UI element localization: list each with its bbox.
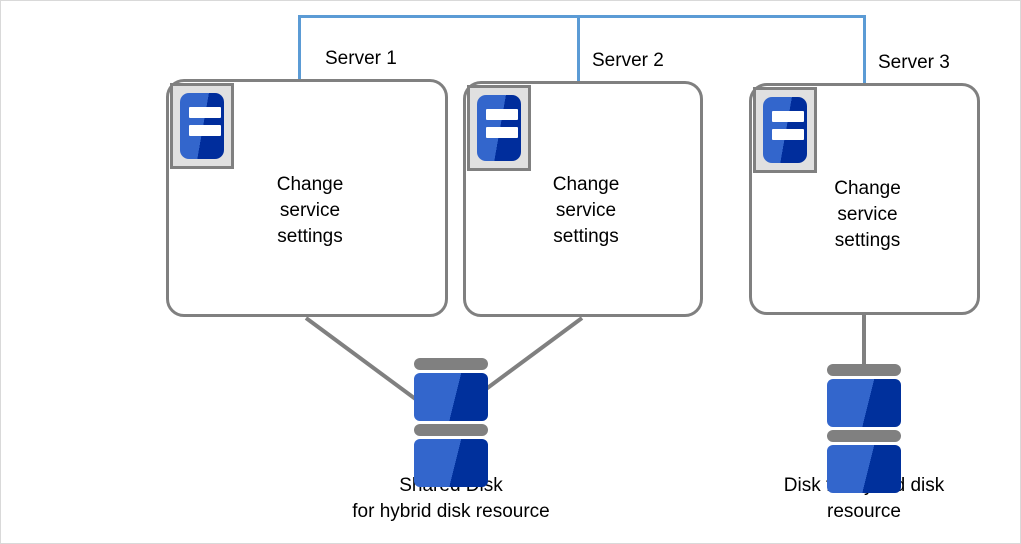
server-label-1: Server 1 xyxy=(325,48,397,69)
server-body-line-1-1: Change xyxy=(276,174,344,195)
disk-platter-bottom xyxy=(414,439,488,487)
server-icon-bar-bottom xyxy=(189,125,221,136)
shared-disk-icon xyxy=(414,358,488,487)
connector-server3-disk xyxy=(862,314,866,364)
server-body-line-3-2: service xyxy=(837,204,898,225)
disk-cap-top xyxy=(414,358,488,370)
server-icon-bar-top xyxy=(486,109,518,120)
server-icon-3 xyxy=(753,87,817,173)
server-body-line-1-2: service xyxy=(279,200,341,221)
server-body-line-3-1: Change xyxy=(834,178,901,199)
network-drop-server2 xyxy=(577,15,580,83)
server-body-line-2-3: settings xyxy=(553,226,619,247)
server-icon-chip xyxy=(180,93,224,159)
server-label-2: Server 2 xyxy=(592,50,664,71)
hybrid-disk-caption-line-2: resource xyxy=(827,501,901,522)
disk-platter-bottom xyxy=(827,445,901,493)
disk-cap-top xyxy=(827,364,901,376)
server-box-2[interactable]: Change service settings xyxy=(463,81,703,317)
server-body-line-2-1: Change xyxy=(552,174,620,195)
server-icon-bar-bottom xyxy=(772,129,804,140)
connector-server2-shared-disk xyxy=(473,316,584,400)
shared-disk-caption-line-2: for hybrid disk resource xyxy=(352,501,550,522)
server-icon-1 xyxy=(170,83,234,169)
server-icon-chip xyxy=(763,97,807,163)
server-icon-bar-bottom xyxy=(486,127,518,138)
disk-cap-middle xyxy=(827,430,901,442)
server-body-line-3-3: settings xyxy=(834,230,901,251)
server-body-text-2: Change service settings xyxy=(466,172,706,250)
server-body-line-1-3: settings xyxy=(277,226,343,247)
network-drop-server3 xyxy=(863,15,866,83)
server-body-text-3: Change service settings xyxy=(752,176,983,254)
server-icon-chip xyxy=(477,95,521,161)
network-bus-line xyxy=(298,15,866,18)
connector-server1-shared-disk xyxy=(304,316,417,401)
server-label-3: Server 3 xyxy=(878,52,950,73)
server-icon-2 xyxy=(467,85,531,171)
network-drop-server1 xyxy=(298,15,301,83)
server-icon-bar-top xyxy=(772,111,804,122)
hybrid-disk-icon xyxy=(827,364,901,493)
server-icon-bar-top xyxy=(189,107,221,118)
disk-platter-top xyxy=(414,373,488,421)
server-body-line-2-2: service xyxy=(555,200,617,221)
server-body-text-1: Change service settings xyxy=(169,172,451,250)
disk-platter-top xyxy=(827,379,901,427)
disk-cap-middle xyxy=(414,424,488,436)
